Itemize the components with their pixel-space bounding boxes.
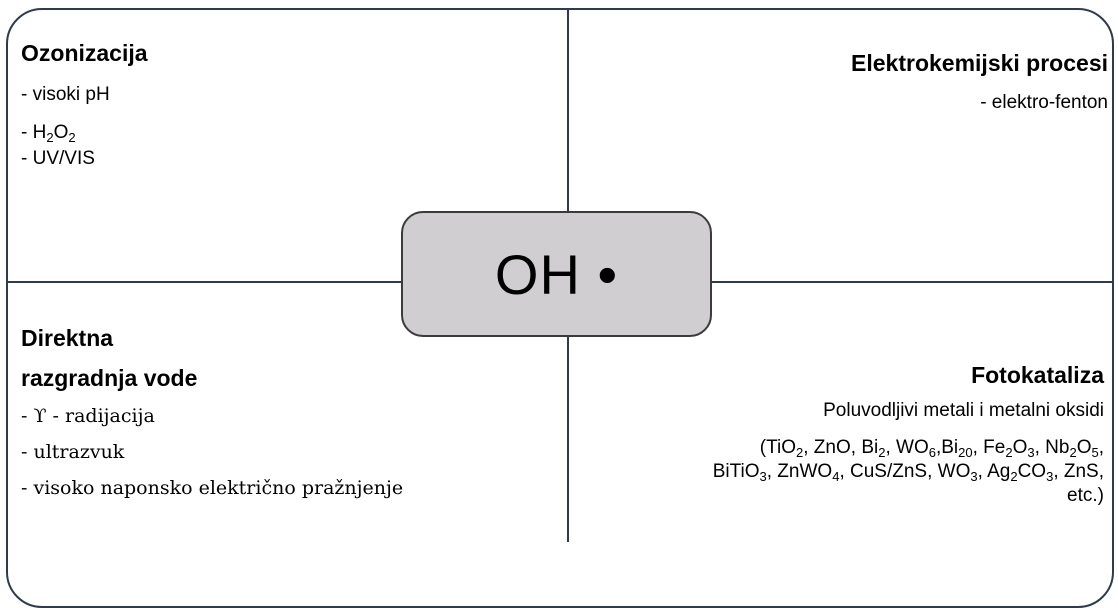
quadrant-title: Ozonizacija — [21, 40, 148, 66]
compound-line: etc.) — [1067, 485, 1104, 506]
list-item: - elektro-fenton — [980, 92, 1108, 113]
center-label: OH • — [494, 242, 619, 306]
quadrant-elektrokemijski: Elektrokemijski procesi - elektro-fenton — [851, 48, 1108, 116]
quadrant-title: Direktna — [21, 325, 114, 351]
list-item: - H2O2 — [21, 122, 76, 145]
list-item: - visoko naponsko električno pražnjenje — [21, 477, 404, 499]
quadrant-ozonizacija: Ozonizacija - visoki pH - H2O2 - UV/VIS — [21, 38, 148, 172]
center-box: OH • — [401, 211, 712, 337]
compound-line: BiTiO3, ZnWO4, CuS/ZnS, WO3, Ag2CO3, ZnS… — [712, 461, 1104, 484]
quadrant-fotokataliza: Fotokataliza Poluvodljivi metali i metal… — [713, 360, 1104, 508]
list-item: - ultrazvuk — [21, 441, 125, 463]
quadrant-title: razgradnja vode — [21, 365, 198, 391]
compound-line: (TiO2, ZnO, Bi2, WO6,Bi20, Fe2O3, Nb2O5, — [759, 437, 1104, 460]
quadrant-title: Fotokataliza — [971, 362, 1104, 388]
subtitle: Poluvodljivi metali i metalni oksidi — [823, 400, 1104, 421]
quadrant-direktna: Direktna razgradnja vode - ϒ - radijacij… — [21, 323, 403, 501]
list-item: - UV/VIS — [21, 148, 95, 169]
quadrant-title: Elektrokemijski procesi — [851, 50, 1108, 76]
list-item: - visoki pH — [21, 84, 110, 105]
list-item: - ϒ - radijacija — [21, 405, 155, 427]
